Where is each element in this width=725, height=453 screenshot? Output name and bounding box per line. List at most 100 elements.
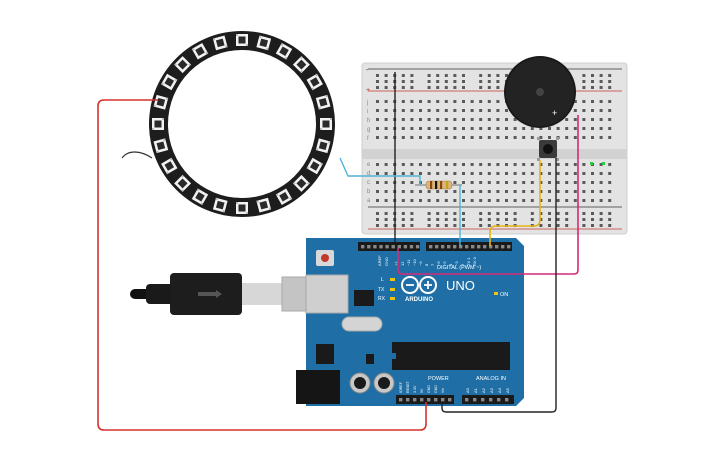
breadboard-hole[interactable] (539, 199, 543, 202)
breadboard-hole[interactable] (539, 172, 543, 175)
breadboard-hole[interactable] (608, 218, 612, 221)
breadboard-hole[interactable] (376, 100, 379, 103)
breadboard-hole[interactable] (573, 127, 577, 130)
breadboard-hole[interactable] (436, 74, 440, 77)
breadboard-hole[interactable] (599, 181, 603, 184)
header-pin[interactable] (427, 398, 431, 402)
breadboard-hole[interactable] (479, 163, 483, 166)
breadboard-hole[interactable] (565, 163, 569, 166)
breadboard-hole[interactable] (505, 136, 508, 139)
header-pin[interactable] (406, 398, 410, 402)
breadboard-hole[interactable] (539, 181, 543, 184)
breadboard-hole[interactable] (376, 199, 379, 202)
breadboard-hole[interactable] (582, 218, 586, 221)
breadboard-hole[interactable] (496, 218, 500, 221)
breadboard-hole[interactable] (505, 109, 508, 112)
breadboard-hole[interactable] (376, 212, 379, 215)
breadboard-hole[interactable] (591, 86, 594, 89)
breadboard-hole[interactable] (401, 100, 405, 103)
wire-black-bottom[interactable] (441, 158, 557, 413)
breadboard-hole[interactable] (479, 118, 483, 121)
header-pin[interactable] (489, 398, 493, 402)
breadboard-hole[interactable] (513, 181, 517, 184)
breadboard-hole[interactable] (462, 212, 465, 215)
breadboard-hole[interactable] (436, 218, 440, 221)
breadboard-hole[interactable] (384, 199, 388, 202)
breadboard-hole[interactable] (496, 136, 500, 139)
header-pin[interactable] (481, 398, 485, 402)
breadboard-hole[interactable] (496, 199, 500, 202)
breadboard-hole[interactable] (591, 181, 594, 184)
breadboard-hole[interactable] (410, 127, 414, 130)
wire-blue-ring[interactable] (339, 157, 421, 185)
breadboard-hole[interactable] (573, 118, 577, 121)
breadboard-hole[interactable] (479, 218, 483, 221)
breadboard-hole[interactable] (556, 199, 560, 202)
breadboard-hole[interactable] (487, 136, 491, 139)
breadboard-hole[interactable] (444, 109, 448, 112)
breadboard-hole[interactable] (384, 100, 388, 103)
breadboard-hole[interactable] (410, 218, 414, 221)
breadboard-hole[interactable] (444, 100, 448, 103)
breadboard-hole[interactable] (530, 199, 534, 202)
breadboard-hole[interactable] (573, 136, 577, 139)
breadboard-hole[interactable] (582, 199, 586, 202)
breadboard-hole[interactable] (384, 80, 388, 83)
breadboard-hole[interactable] (582, 190, 586, 193)
breadboard-hole[interactable] (487, 109, 491, 112)
breadboard-hole[interactable] (401, 163, 405, 166)
header-pin[interactable] (379, 245, 383, 249)
breadboard-hole[interactable] (436, 86, 440, 89)
breadboard-hole[interactable] (565, 190, 569, 193)
breadboard-hole[interactable] (487, 190, 491, 193)
breadboard-hole[interactable] (565, 212, 569, 215)
breadboard-hole[interactable] (453, 212, 457, 215)
header-pin[interactable] (391, 245, 395, 249)
breadboard-hole[interactable] (419, 199, 422, 202)
breadboard-hole[interactable] (384, 172, 388, 175)
breadboard-hole[interactable] (427, 109, 431, 112)
breadboard-hole[interactable] (376, 218, 379, 221)
breadboard-hole[interactable] (539, 190, 543, 193)
header-pin[interactable] (373, 245, 377, 249)
breadboard-hole[interactable] (376, 190, 379, 193)
breadboard-hole[interactable] (470, 190, 474, 193)
breadboard-hole[interactable] (487, 181, 491, 184)
breadboard-hole[interactable] (479, 80, 483, 83)
breadboard-hole[interactable] (591, 109, 594, 112)
breadboard-hole[interactable] (496, 74, 500, 77)
breadboard-hole[interactable] (539, 224, 543, 227)
breadboard-hole[interactable] (513, 190, 517, 193)
breadboard-hole[interactable] (470, 199, 474, 202)
breadboard-hole[interactable] (582, 163, 586, 166)
breadboard-hole[interactable] (487, 218, 491, 221)
breadboard-hole[interactable] (436, 118, 440, 121)
breadboard-hole[interactable] (573, 109, 577, 112)
breadboard-hole[interactable] (599, 212, 603, 215)
breadboard-hole[interactable] (591, 118, 594, 121)
breadboard-hole[interactable] (444, 218, 448, 221)
breadboard-hole[interactable] (487, 163, 491, 166)
header-pin[interactable] (399, 398, 403, 402)
breadboard-hole[interactable] (453, 109, 457, 112)
header-pin[interactable] (434, 398, 438, 402)
breadboard-hole[interactable] (522, 199, 526, 202)
breadboard-hole[interactable] (384, 224, 388, 227)
breadboard-hole[interactable] (539, 218, 543, 221)
breadboard-hole[interactable] (444, 199, 448, 202)
breadboard-hole[interactable] (427, 100, 431, 103)
breadboard-hole[interactable] (427, 218, 431, 221)
breadboard-hole[interactable] (496, 181, 500, 184)
header-pin[interactable] (441, 398, 445, 402)
breadboard-hole[interactable] (608, 136, 612, 139)
breadboard-hole[interactable] (599, 109, 603, 112)
breadboard-hole[interactable] (591, 80, 594, 83)
pushbutton-icon[interactable] (537, 137, 559, 161)
breadboard-hole[interactable] (427, 224, 431, 227)
breadboard-hole[interactable] (444, 74, 448, 77)
arduino-uno-board[interactable]: ARDUINO UNO ON DIGITAL (PWM ~) POWER ANA… (296, 238, 524, 406)
breadboard-hole[interactable] (582, 109, 586, 112)
breadboard-hole[interactable] (462, 224, 465, 227)
breadboard-hole[interactable] (419, 100, 422, 103)
breadboard-hole[interactable] (608, 181, 612, 184)
